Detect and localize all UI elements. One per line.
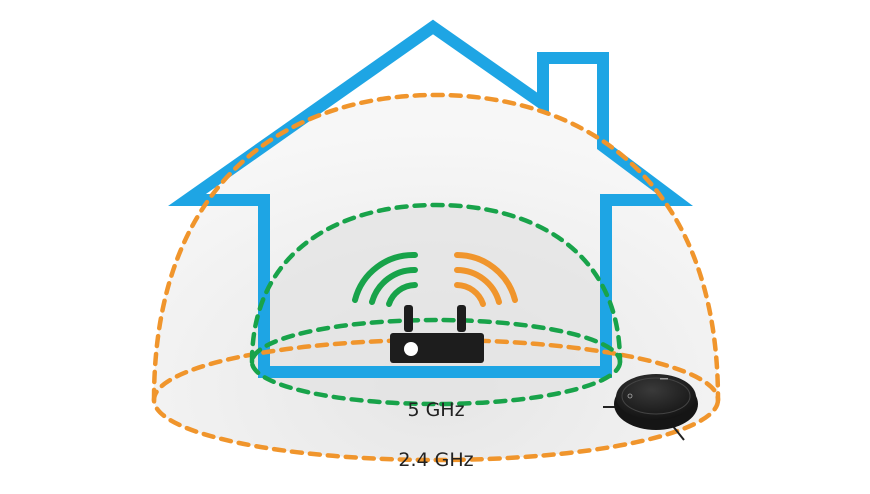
coverage-5ghz-fill	[252, 205, 620, 404]
label-5ghz: 5 GHz	[407, 399, 464, 421]
wifi-waves-5ghz-icon	[352, 251, 418, 307]
label-24ghz: 2.4 GHz	[398, 449, 473, 471]
house-outline	[168, 19, 693, 378]
wifi-waves-24ghz-icon	[454, 252, 518, 307]
coverage-5ghz-outline	[249, 202, 623, 407]
router-icon	[390, 305, 484, 363]
robot-vacuum-icon	[603, 374, 698, 441]
